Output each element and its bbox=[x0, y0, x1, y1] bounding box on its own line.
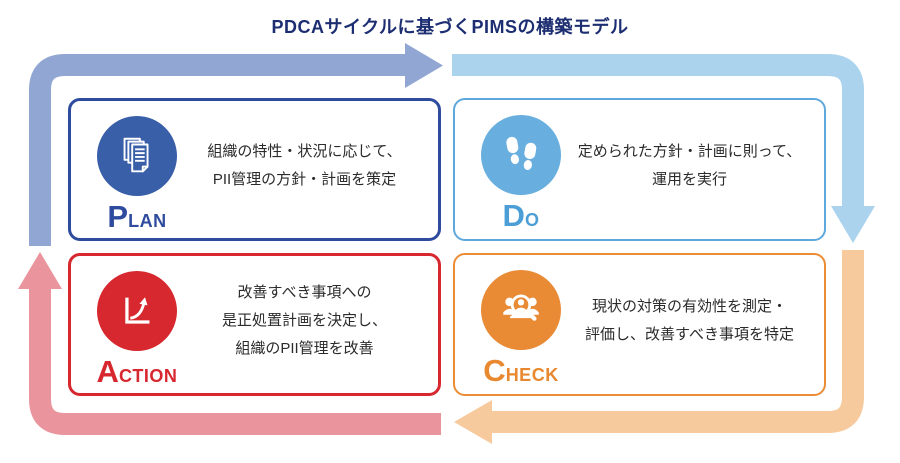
do-label-initial: D bbox=[502, 198, 525, 233]
plan-arrow bbox=[29, 43, 443, 246]
action-description: 改善すべき事項への 是正処置計画を決定し、 組織のPII管理を改善 bbox=[179, 256, 438, 393]
description-line: 組織の特性・状況に応じて、 bbox=[207, 142, 402, 160]
description-line: 改善すべき事項への bbox=[237, 283, 372, 301]
do-arrow bbox=[452, 54, 875, 243]
check-icon-circle bbox=[481, 270, 561, 350]
documents-icon bbox=[123, 137, 149, 173]
chart-growth-icon bbox=[125, 297, 150, 324]
action-arrow bbox=[18, 252, 441, 435]
diagram-title: PDCAサイクルに基づくPIMSの構築モデル bbox=[271, 17, 629, 37]
plan-description: 組織の特性・状況に応じて、 PII管理の方針・計画を策定 bbox=[179, 101, 438, 238]
plan-icon-circle bbox=[97, 116, 177, 196]
description-line: PII管理の方針・計画を策定 bbox=[212, 170, 397, 188]
plan-label-initial: P bbox=[107, 199, 129, 234]
action-icon-circle bbox=[97, 271, 177, 351]
do-icon-circle bbox=[481, 115, 561, 195]
description-line: 運用を実行 bbox=[651, 170, 727, 188]
check-description: 現状の対策の有効性を測定・ 評価し、改善すべき事項を特定 bbox=[563, 255, 824, 394]
plan-label-rest: LAN bbox=[128, 211, 167, 231]
action-label-rest: CTION bbox=[118, 366, 178, 386]
footprints-icon bbox=[506, 136, 537, 170]
do-description: 定められた方針・計画に則って、 運用を実行 bbox=[563, 100, 824, 239]
description-line: 組織のPII管理を改善 bbox=[235, 339, 374, 357]
check-label-initial: C bbox=[483, 353, 506, 388]
do-label-rest: O bbox=[524, 210, 540, 230]
description-line: 定められた方針・計画に則って、 bbox=[577, 142, 802, 160]
description-line: 現状の対策の有効性を測定・ bbox=[591, 297, 787, 315]
description-line: 評価し、改善すべき事項を特定 bbox=[585, 325, 794, 343]
check-arrow bbox=[454, 250, 864, 444]
description-line: 是正処置計画を決定し、 bbox=[221, 311, 387, 329]
action-label-initial: A bbox=[96, 354, 119, 389]
check-label-rest: HECK bbox=[505, 365, 559, 385]
people-search-icon bbox=[503, 294, 539, 321]
